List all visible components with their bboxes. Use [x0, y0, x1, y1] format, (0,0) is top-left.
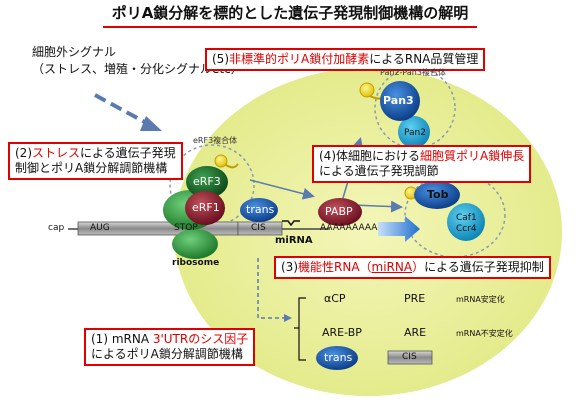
are-label: ARE: [404, 326, 427, 339]
bottom-trans-label: trans: [324, 351, 353, 364]
box-polya-elongation: (4)体細胞における細胞質ポリA鎖伸長 による遺伝子発現調節: [312, 145, 532, 183]
signal-line2: （ストレス、増殖・分化シグナルetc）: [32, 62, 243, 76]
aug-label: AUG: [90, 223, 110, 233]
stop-label: STOP: [174, 223, 198, 233]
cis-label: CIS: [251, 223, 266, 233]
pan-complex-label: Pan2-Pan3複合体: [380, 68, 446, 77]
mrna-stabilization-label: mRNA安定化: [456, 295, 505, 304]
signal-line1: 細胞外シグナル: [32, 45, 117, 59]
cap-label: cap: [48, 223, 65, 233]
pan3-label: Pan3: [383, 94, 414, 107]
alpha-cp-label: αCP: [324, 292, 346, 305]
box-rna-quality-control: (5)非標準的ポリA鎖付加酵素によるRNA品質管理: [205, 48, 486, 71]
mrna-destabilization-label: mRNA不安定化: [456, 329, 513, 338]
page-title: ポリA鎖分解を標的とした遺伝子発現制御機構の解明: [111, 4, 469, 22]
trans-label: trans: [246, 203, 275, 216]
pre-label: PRE: [404, 292, 426, 305]
extracellular-signal-text: 細胞外シグナル （ストレス、増殖・分化シグナルetc）: [32, 44, 243, 78]
are-bp-label: ARE-BP: [322, 326, 362, 339]
pan2-label: Pan2: [404, 128, 426, 138]
polya-label: AAAAAAAAA: [320, 223, 378, 233]
tob-label: Tob: [427, 188, 449, 201]
box-3utr-cis-elements: (1) mRNA 3'UTRのシス因子 によるポリA鎖分解調節機構: [84, 328, 256, 366]
caf1-label: Caf1: [456, 213, 477, 223]
erf1-label: eRF1: [192, 201, 220, 214]
ccr4-label: Ccr4: [456, 224, 477, 234]
pabp-label: PABP: [325, 205, 353, 218]
box-mirna-repression: (3)機能性RNA（miRNA）による遺伝子発現抑制: [274, 256, 551, 279]
box-stress-regulation: (2)ストレスによる遺伝子発現 制御とポリA鎖分解調節機構: [8, 142, 183, 180]
mirna-label: miRNA: [275, 235, 313, 246]
ribosome-label: ribosome: [172, 258, 220, 268]
title-underline: [103, 26, 477, 28]
erf3-label: eRF3: [193, 175, 221, 188]
erf3-complex-label: eRF3複合体: [193, 136, 238, 145]
bottom-cis-label: CIS: [402, 352, 417, 362]
